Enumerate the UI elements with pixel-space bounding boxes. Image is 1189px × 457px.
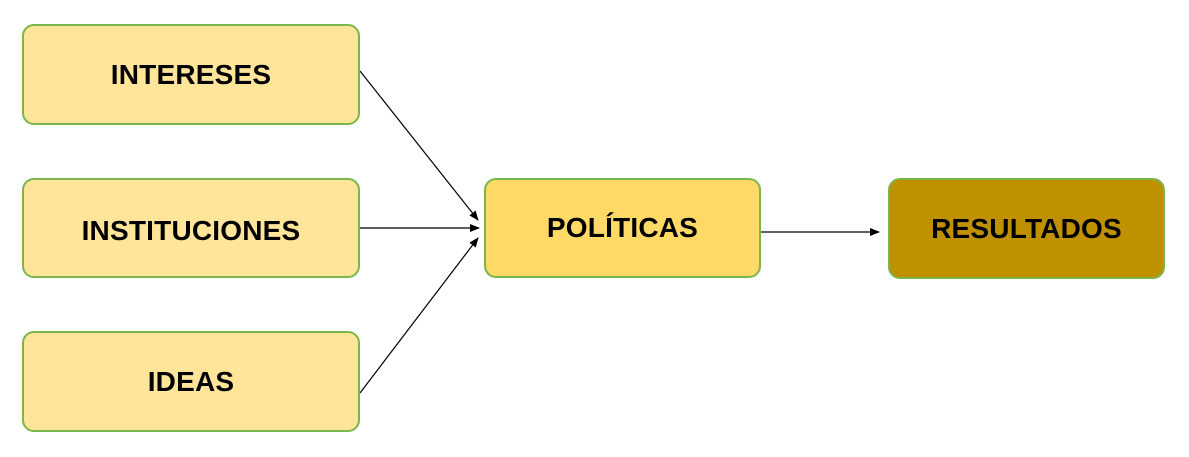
node-resultados-label: RESULTADOS bbox=[931, 212, 1122, 244]
arrow-intereses-to-politicas bbox=[359, 70, 479, 221]
node-instituciones-label: INSTITUCIONES bbox=[81, 215, 301, 246]
node-politicas: POLÍTICAS bbox=[484, 178, 761, 278]
arrow-ideas-to-politicas bbox=[359, 237, 479, 394]
node-ideas: IDEAS bbox=[22, 331, 360, 432]
node-resultados: RESULTADOS bbox=[888, 178, 1165, 279]
node-ideas-label: IDEAS bbox=[147, 365, 235, 397]
node-instituciones: INSTITUCIONES bbox=[22, 178, 360, 278]
node-intereses: INTERESES bbox=[22, 24, 360, 125]
node-intereses-label: INTERESES bbox=[110, 58, 272, 90]
node-politicas-label: POLÍTICAS bbox=[546, 212, 699, 243]
